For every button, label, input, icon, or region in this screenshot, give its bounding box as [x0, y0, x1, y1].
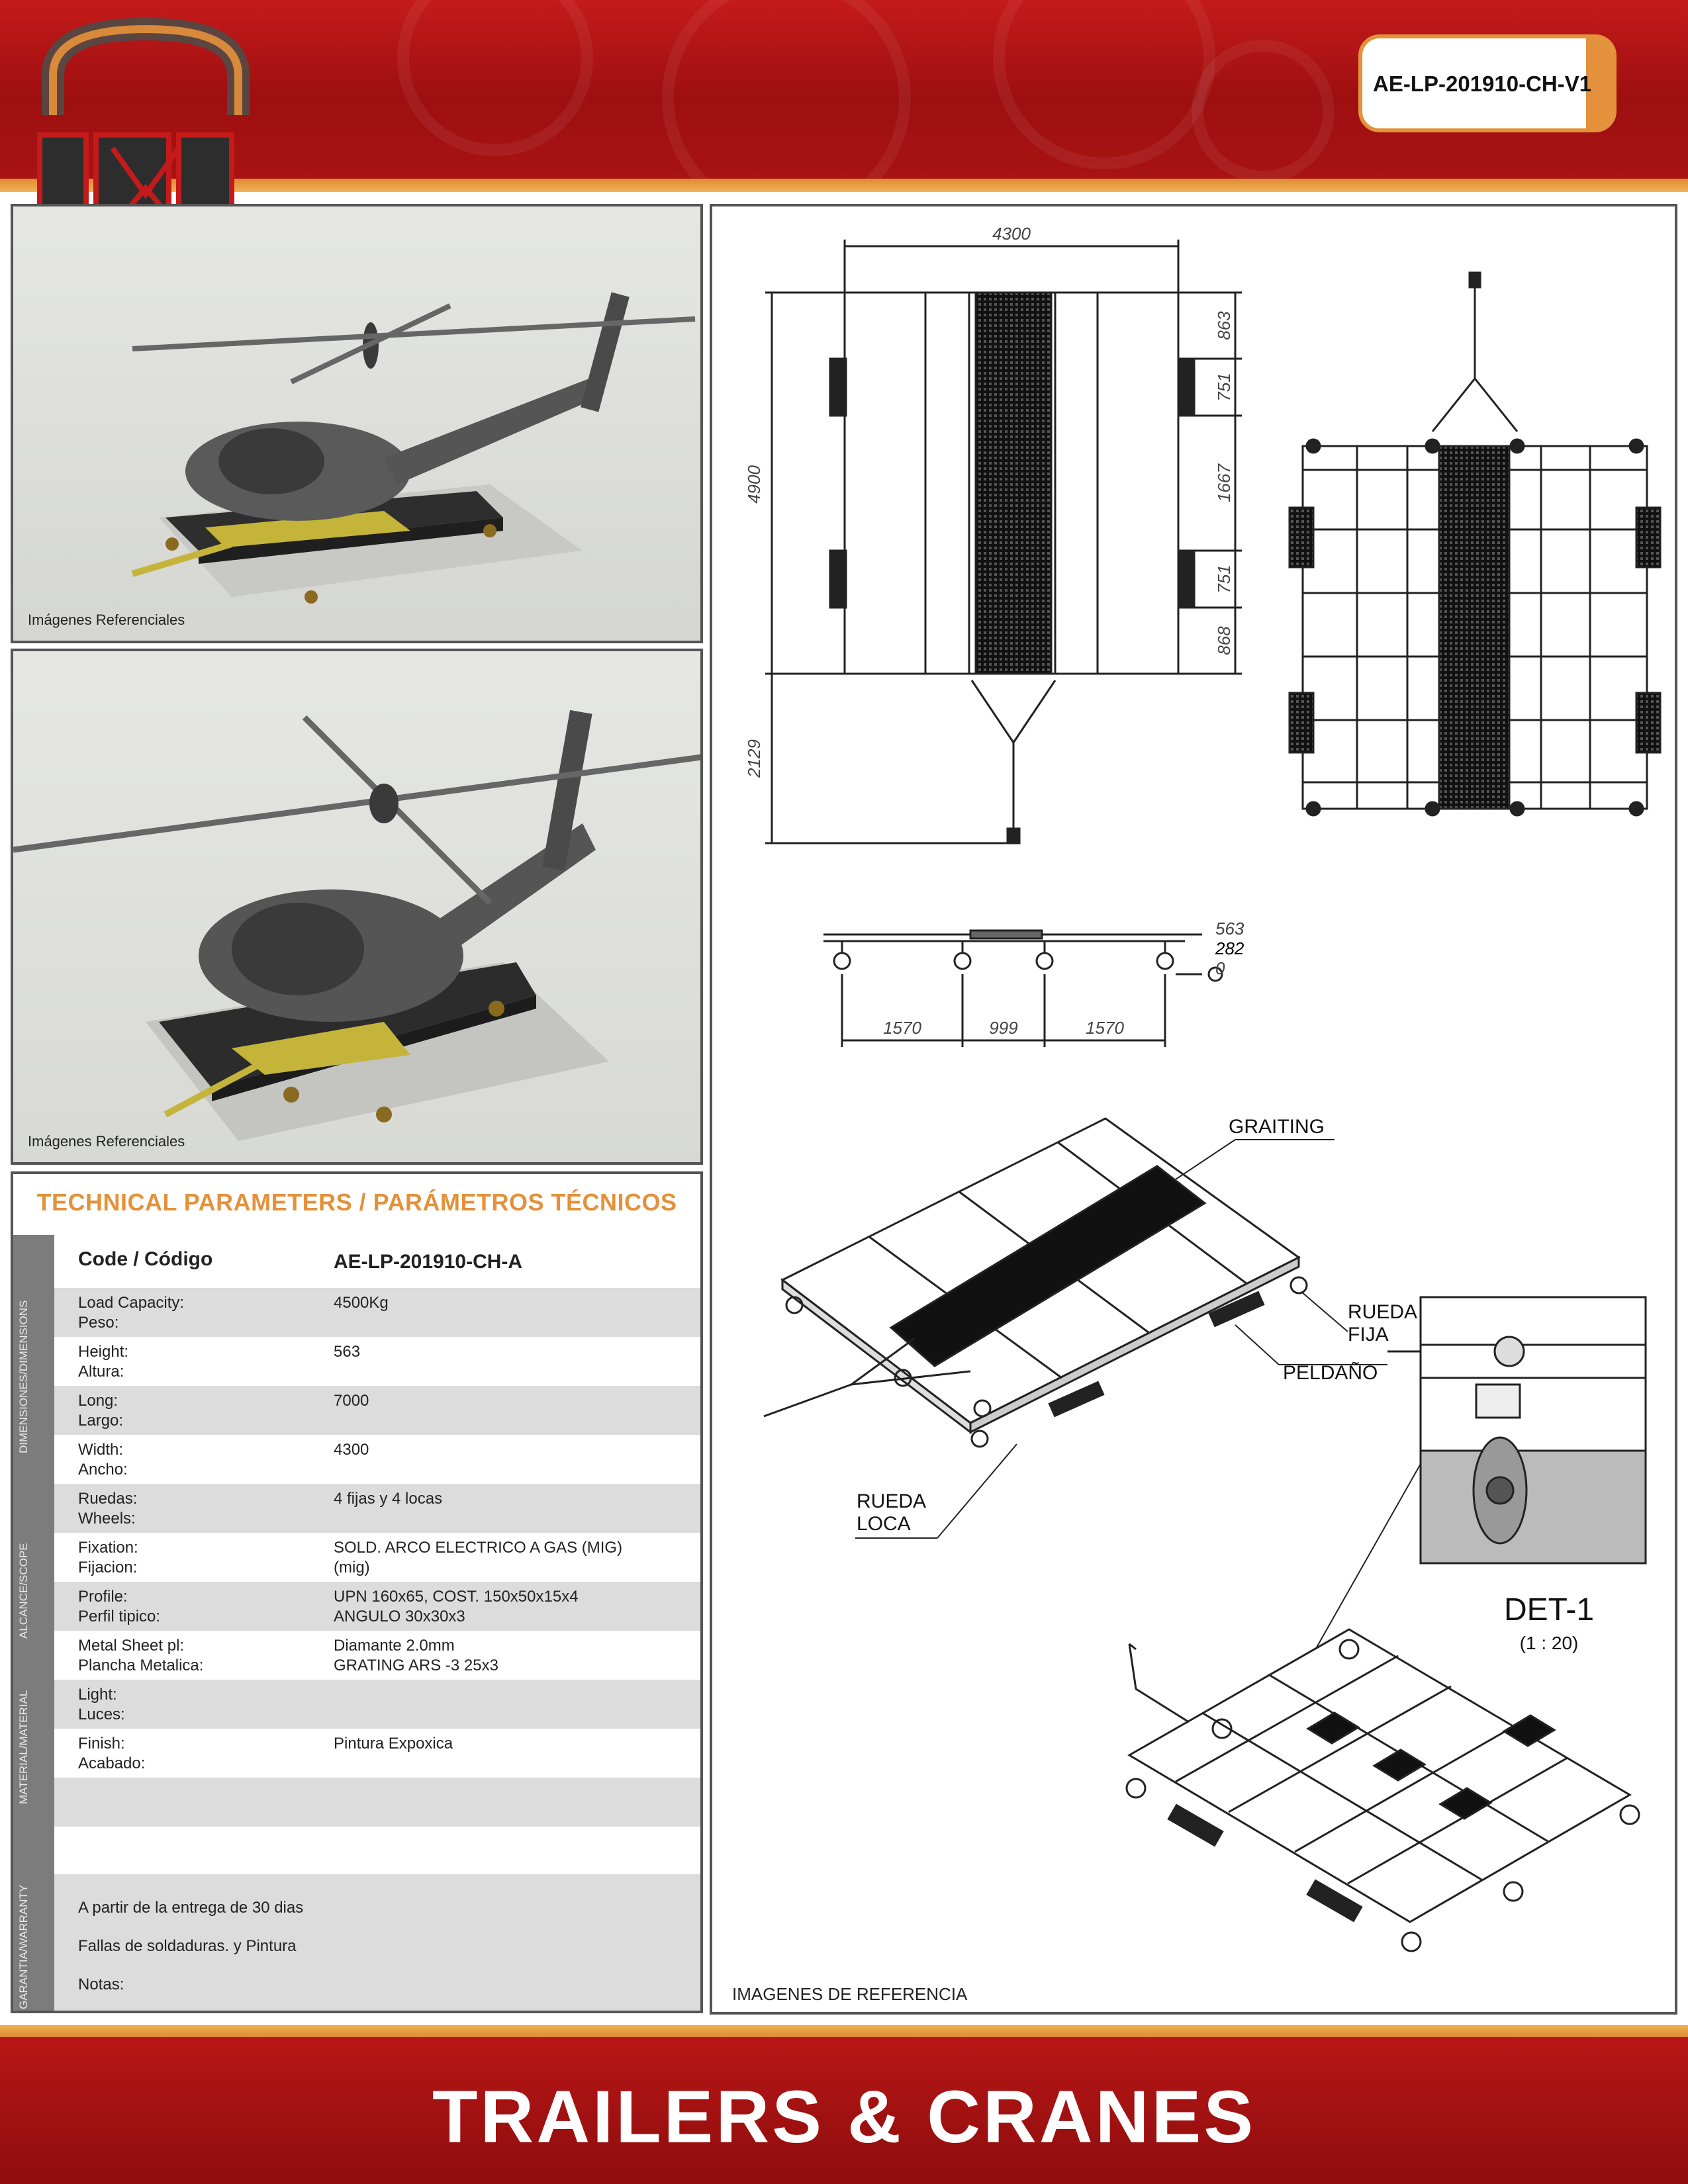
parameter-row: Metal Sheet pl: Plancha Metalica: Diamant… — [54, 1631, 700, 1680]
dim-h3: 0 — [1215, 958, 1225, 978]
warranty-line-2: Fallas de soldaduras. y Pintura — [78, 1937, 297, 1955]
label-rueda-loca-2: LOCA — [857, 1513, 911, 1535]
parameter-label: Finish: Acabado: — [78, 1735, 146, 1772]
parameter-row: Height: Altura: 563 — [54, 1337, 700, 1386]
technical-parameters-table: TECHNICAL PARAMETERS / PARÁMETROS TÉCNIC… — [11, 1171, 703, 2013]
parameter-row: Profile: Perfil tipico: UPN 160x65, COST.… — [54, 1582, 700, 1631]
parameter-label: Fixation: Fijacion: — [78, 1539, 138, 1576]
code-value: AE-LP-201910-CH-A — [334, 1251, 523, 1273]
parameter-label: Profile: Perfil tipico: — [78, 1588, 161, 1625]
side-label-dimensions: DIMENSIONES/DIMENSIONS — [17, 1300, 30, 1453]
parameter-row — [54, 1778, 700, 1827]
parameter-row: Finish: Acabado: Pintura Expoxica — [54, 1729, 700, 1778]
side-label-material: MATERIAL/MATERIAL — [17, 1690, 30, 1804]
parameter-row: Load Capacity: Peso: 4500Kg — [54, 1288, 700, 1337]
code-row: Code / Código AE-LP-201910-CH-A — [54, 1235, 700, 1288]
dim-b2: 999 — [989, 1018, 1017, 1038]
dim-h2: 282 — [1215, 938, 1244, 958]
footer-title: TRAILERS & CRANES — [432, 2075, 1256, 2158]
parameter-value: 7000 — [334, 1392, 369, 1410]
document-code: AE-LP-201910-CH-V1 — [1373, 71, 1592, 96]
top-view — [765, 240, 1242, 844]
isometric-bottom-view — [1125, 1628, 1640, 1952]
parameter-label: Load Capacity: Peso: — [78, 1294, 185, 1332]
frame-view — [1288, 271, 1662, 817]
warranty-line-1: A partir de la entrega de 30 dias — [78, 1899, 304, 1917]
parameter-row: Ruedas: Wheels: 4 fijas y 4 locas — [54, 1484, 700, 1533]
side-label-scope: ALCANCE/SCOPE — [17, 1543, 30, 1639]
parameter-value: 4 fijas y 4 locas — [334, 1490, 443, 1508]
parameter-label: Height: Altura: — [78, 1343, 129, 1381]
parameter-value: Pintura Expoxica — [334, 1735, 453, 1752]
parameter-label: Width: Ancho: — [78, 1441, 128, 1479]
dim-length: 4900 — [744, 465, 764, 504]
parameter-value: Diamante 2.0mm GRATING ARS -3 25x3 — [334, 1637, 498, 1674]
header-stripe — [0, 179, 1688, 192]
header-divider — [0, 192, 1688, 199]
parameter-value: 563 — [334, 1343, 361, 1361]
side-view — [823, 929, 1223, 1047]
parameter-value: 4300 — [334, 1441, 369, 1459]
footer-banner: TRAILERS & CRANES — [0, 2037, 1688, 2184]
dim-r5: 868 — [1214, 626, 1234, 655]
dim-h1: 563 — [1215, 919, 1244, 938]
document-code-badge: AE-LP-201910-CH-V1 — [1358, 34, 1617, 132]
parameter-value: UPN 160x65, COST. 150x50x15x4 ANGULO 30x… — [334, 1588, 579, 1625]
table-side-bar: DIMENSIONES/DIMENSIONS ALCANCE/SCOPE MAT… — [13, 1235, 54, 2011]
dim-b3: 1570 — [1086, 1018, 1124, 1038]
label-rueda-fija-1: RUEDA — [1348, 1301, 1417, 1323]
warranty-block: A partir de la entrega de 30 dias Fallas… — [54, 1874, 700, 2011]
dim-r2: 751 — [1214, 373, 1234, 401]
side-label-warranty: GARANTIA/WARRANTY — [17, 1884, 30, 2009]
parameter-value: 4500Kg — [334, 1294, 389, 1312]
parameter-row: Width: Ancho: 4300 — [54, 1435, 700, 1484]
drawing-reference-label: IMAGENES DE REFERENCIA — [732, 1984, 968, 2004]
reference-image-top: Imágenes Referenciales — [11, 204, 703, 643]
parameter-row: Fixation: Fijacion: SOLD. ARCO ELECTRICO … — [54, 1533, 700, 1582]
helicopter-render-2 — [13, 709, 700, 1141]
parameter-value: SOLD. ARCO ELECTRICO A GAS (MIG) (mig) — [334, 1539, 623, 1576]
label-rueda-fija-2: FIJA — [1348, 1324, 1389, 1345]
label-peldano: PELDAÑO — [1283, 1361, 1378, 1384]
technical-drawing: 4300 4900 2129 863 751 1667 751 868 — [732, 224, 1662, 2004]
table-title: TECHNICAL PARAMETERS / PARÁMETROS TÉCNIC… — [36, 1189, 677, 1216]
detail-title: DET-1 — [1504, 1592, 1594, 1627]
image-caption-2: Imágenes Referenciales — [28, 1133, 185, 1150]
label-rueda-loca-1: RUEDA — [857, 1490, 926, 1512]
detail-box — [1307, 1296, 1647, 1663]
parameter-row: Light: Luces: — [54, 1680, 700, 1729]
parameter-row: Long: Largo: 7000 — [54, 1386, 700, 1435]
parameter-label: Metal Sheet pl: Plancha Metalica: — [78, 1637, 204, 1674]
dim-r4: 751 — [1214, 565, 1234, 593]
reference-image-bottom: Imágenes Referenciales — [11, 649, 703, 1165]
parameter-label: Long: Largo: — [78, 1392, 124, 1430]
code-label: Code / Código — [78, 1248, 213, 1270]
footer-stripe — [0, 2025, 1688, 2037]
helicopter-render-1 — [131, 292, 696, 604]
label-graiting: GRAITING — [1229, 1116, 1325, 1138]
detail-scale: (1 : 20) — [1520, 1633, 1579, 1653]
dim-width-top: 4300 — [992, 224, 1031, 244]
warranty-notes: Notas: — [78, 1976, 124, 1993]
dim-r1: 863 — [1214, 311, 1234, 340]
dim-drawbar: 2129 — [744, 739, 764, 778]
dim-b1: 1570 — [883, 1018, 921, 1038]
parameter-label: Ruedas: Wheels: — [78, 1490, 138, 1527]
parameter-label: Light: Luces: — [78, 1686, 125, 1723]
isometric-top-view — [763, 1117, 1308, 1448]
parameter-row — [54, 1827, 700, 1876]
image-caption-1: Imágenes Referenciales — [28, 612, 185, 628]
dim-r3: 1667 — [1214, 463, 1234, 502]
technical-drawing-panel: 4300 4900 2129 863 751 1667 751 868 — [710, 204, 1677, 2015]
